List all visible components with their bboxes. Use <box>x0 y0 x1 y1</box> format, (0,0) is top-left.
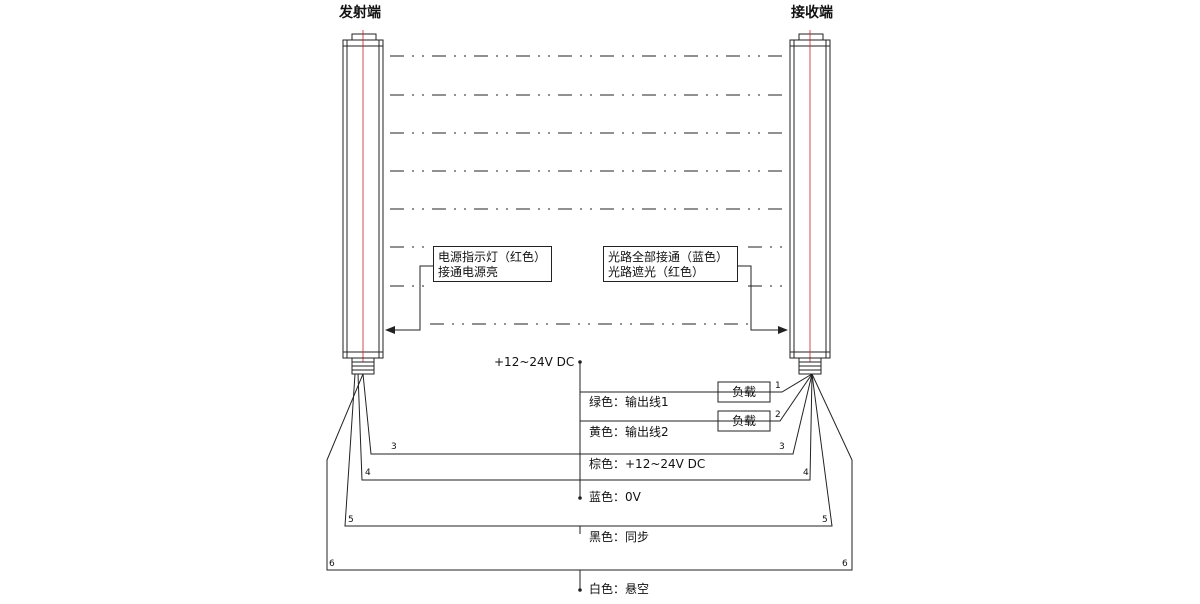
wire-number-3-emitter: 3 <box>391 442 397 452</box>
wire-legend-2: 黄色：输出线2 <box>589 425 669 439</box>
wire-number-4-receiver: 4 <box>803 468 809 478</box>
wire-number-3-receiver: 3 <box>779 442 785 452</box>
receiver-title: 接收端 <box>791 5 833 21</box>
supply-label: +12~24V DC <box>494 355 575 369</box>
wire-number-6-emitter: 6 <box>329 559 335 569</box>
wire-number-5-emitter: 5 <box>348 515 354 525</box>
receiver-note-line1: 光路全部接通（蓝色） <box>608 250 729 264</box>
receiver-indicator-note: 光路全部接通（蓝色） 光路遮光（红色） <box>603 246 738 282</box>
wire-number-2-receiver: 2 <box>775 410 781 420</box>
wire-number-6-receiver: 6 <box>842 559 848 569</box>
wire-legend-5: 黑色：同步 <box>589 530 650 544</box>
emitter-note-line1: 电源指示灯（红色） <box>438 250 547 264</box>
receiver-note-line2: 光路遮光（红色） <box>608 265 705 279</box>
emitter-title: 发射端 <box>339 5 381 21</box>
wire-legend-4: 蓝色：0V <box>589 490 641 504</box>
load-label-1: 负载 <box>732 385 757 399</box>
wire-number-1-receiver: 1 <box>775 381 781 391</box>
wire-legend-6: 白色：悬空 <box>589 582 650 596</box>
emitter-indicator-note: 电源指示灯（红色） 接通电源亮 <box>433 246 552 282</box>
wire-number-4-emitter: 4 <box>365 468 371 478</box>
emitter-unit <box>342 30 384 375</box>
receiver-unit <box>789 30 831 375</box>
wire-legend-1: 绿色：输出线1 <box>589 395 669 409</box>
wire-number-5-receiver: 5 <box>822 515 828 525</box>
emitter-note-line2: 接通电源亮 <box>438 265 499 279</box>
wire-legend-3: 棕色：+12~24V DC <box>589 457 706 471</box>
terminal-dots <box>578 360 582 592</box>
load-label-2: 负载 <box>732 414 757 428</box>
wiring <box>326 362 853 590</box>
indicator-leaders <box>385 265 788 334</box>
light-beams <box>390 55 786 325</box>
